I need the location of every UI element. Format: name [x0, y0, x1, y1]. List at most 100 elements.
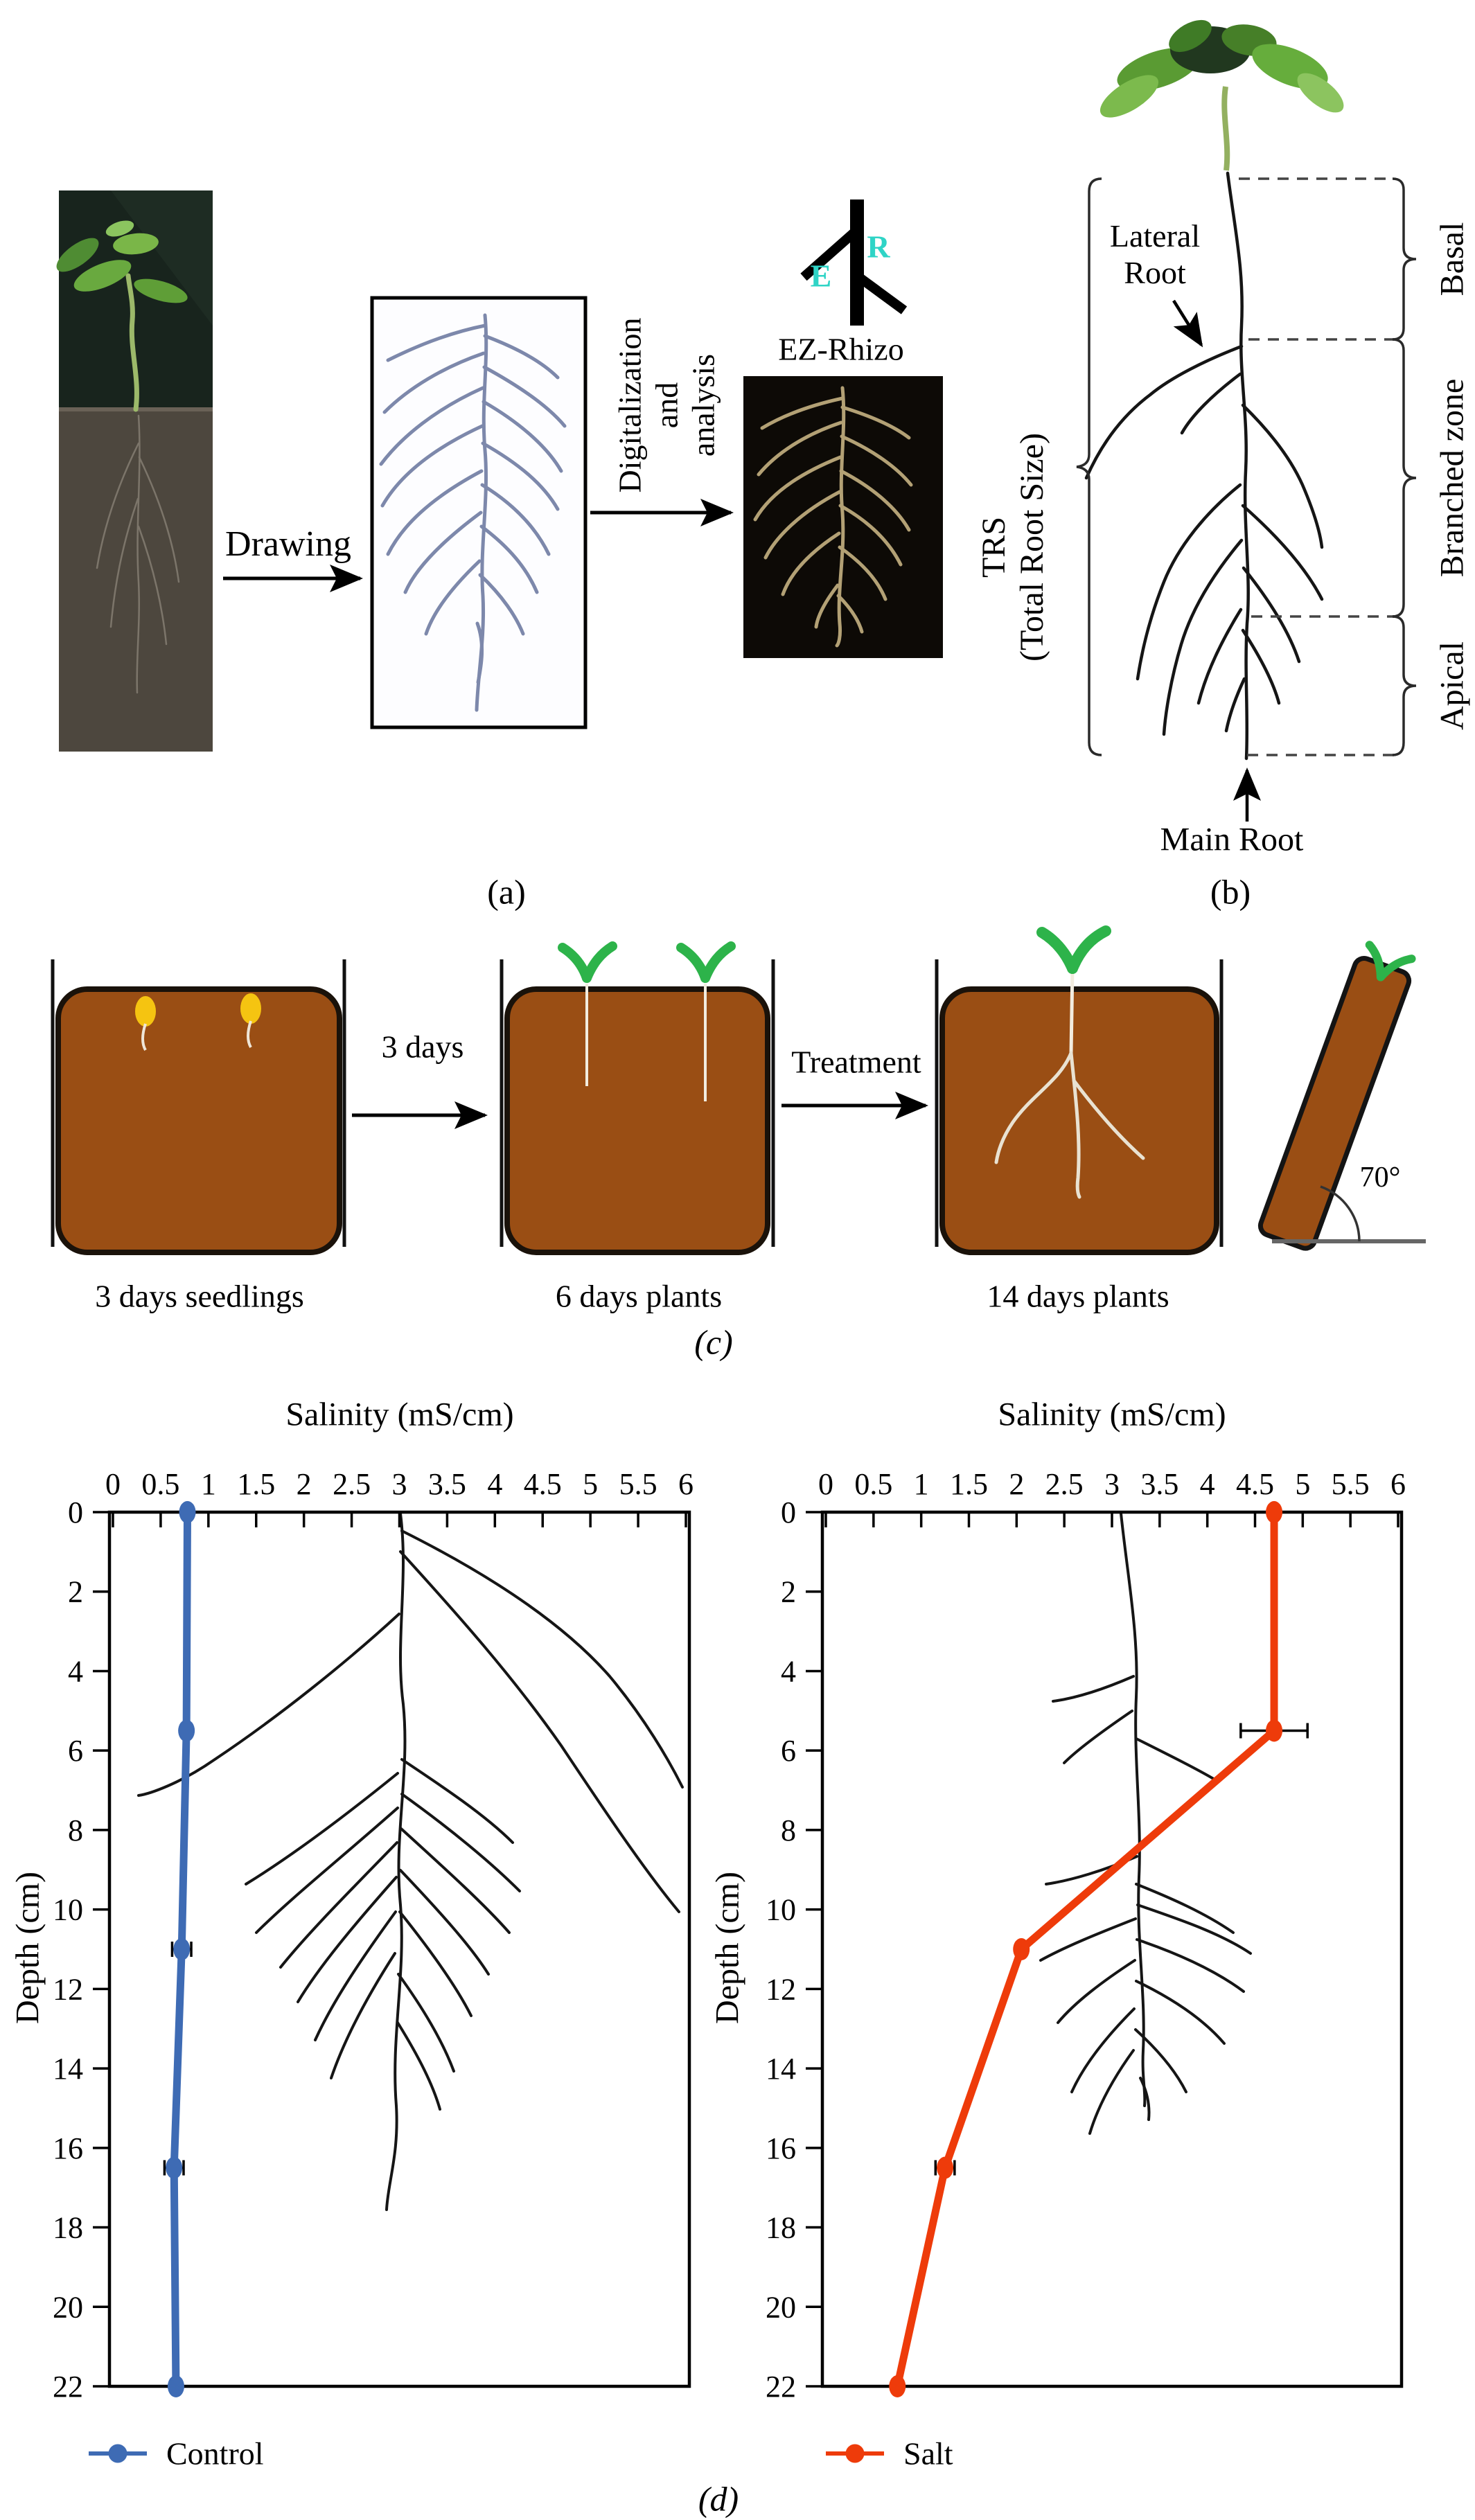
y-tick-label: 18 — [53, 2211, 83, 2245]
data-point — [178, 1719, 195, 1742]
control-legend-dot — [108, 2444, 127, 2463]
y-tick-label: 14 — [766, 2052, 796, 2086]
y-tick-label: 20 — [53, 2290, 83, 2324]
drawing-arrow-label: Drawing — [225, 524, 351, 565]
x-tick-label: 3 — [1104, 1467, 1120, 1501]
digitalization-line-1: Digitalization — [612, 317, 648, 493]
salt-legend-marker — [826, 2444, 884, 2463]
container-walls — [51, 959, 1224, 1247]
data-point — [1266, 1719, 1283, 1742]
y-tick-label: 8 — [68, 1813, 83, 1847]
panel-b-plant — [1099, 19, 1344, 171]
y-tick-label: 12 — [53, 1972, 83, 2006]
series-line-salt — [893, 1508, 1278, 2390]
x-tick-label: 3 — [392, 1467, 407, 1501]
x-tick-label: 2 — [297, 1467, 312, 1501]
panel-label-b: (b) — [1210, 872, 1251, 912]
x-tick-label: 1.5 — [237, 1467, 275, 1501]
trs-label: TRS (Total Root Size) — [975, 433, 1051, 662]
x-tick-label: 0 — [818, 1467, 833, 1501]
zone-label-apical: Apical — [1433, 641, 1471, 730]
y-tick-label: 0 — [68, 1496, 83, 1529]
data-point — [1266, 1501, 1283, 1523]
three-days-arrow-label: 3 days — [381, 1029, 464, 1065]
photo-stem — [125, 273, 139, 412]
control-chart-root-art — [137, 1512, 684, 2211]
trs-line-2: (Total Root Size) — [1014, 433, 1050, 662]
x-tick-label: 6 — [1390, 1467, 1406, 1501]
panel-label-a: (a) — [487, 872, 526, 912]
x-tick-label: 2.5 — [333, 1467, 371, 1501]
x-tick-label: 4 — [487, 1467, 502, 1501]
x-tick-label: 0 — [105, 1467, 121, 1501]
ez-rhizo-image — [743, 376, 943, 658]
zone-dashed-lines — [1239, 177, 1394, 756]
lateral-root-line-2: Root — [1124, 255, 1186, 290]
data-point — [1013, 1938, 1030, 1960]
ez-rhizo-title: EZ-Rhizo — [778, 331, 904, 367]
digitalization-line-2: and — [648, 382, 684, 429]
data-point — [179, 1501, 196, 1523]
seed — [240, 993, 261, 1024]
y-tick-label: 16 — [766, 2131, 796, 2165]
y-tick-label: 6 — [68, 1734, 83, 1768]
x-tick-label: 2 — [1009, 1467, 1024, 1501]
trs-brace — [1076, 177, 1102, 756]
root-drawing-box — [370, 296, 588, 729]
salt-legend-label: Salt — [903, 2435, 953, 2472]
x-tick-label: 3.5 — [428, 1467, 466, 1501]
y-tick-label: 18 — [766, 2211, 796, 2245]
sprout — [1036, 925, 1111, 974]
digitalization-label: Digitalization and analysis — [612, 318, 723, 493]
lateral-root-label: Lateral Root — [1110, 218, 1200, 292]
apical-brace — [1392, 615, 1417, 756]
sprout — [558, 941, 736, 983]
y-tick-label: 4 — [781, 1654, 796, 1688]
y-tick-label: 8 — [781, 1813, 796, 1847]
data-point — [173, 1938, 191, 1960]
x-tick-label: 5.5 — [1332, 1467, 1370, 1501]
x-tick-label: 4 — [1200, 1467, 1215, 1501]
data-point — [167, 2375, 184, 2397]
pot-14-days — [939, 925, 1219, 1255]
main-root-label: Main Root — [1160, 821, 1304, 858]
y-tick-label: 6 — [781, 1734, 796, 1768]
salt-chart-ylabel: Depth (cm) — [709, 1872, 746, 2024]
x-tick-label: 5 — [583, 1467, 598, 1501]
panel-label-d: (d) — [698, 2479, 739, 2519]
x-tick-label: 5.5 — [619, 1467, 657, 1501]
salt-chart-title: Salinity (mS/cm) — [998, 1396, 1226, 1433]
control-legend-marker — [89, 2444, 147, 2463]
x-tick-label: 1 — [201, 1467, 216, 1501]
pot-3-days — [55, 986, 342, 1255]
pot-root-system — [994, 1051, 1145, 1199]
stage2-label: 6 days plants — [555, 1278, 723, 1314]
x-tick-label: 1.5 — [950, 1467, 988, 1501]
data-point — [937, 2156, 954, 2179]
sprout — [1365, 941, 1416, 982]
y-tick-label: 16 — [53, 2131, 83, 2165]
branched-brace — [1392, 338, 1417, 618]
y-tick-label: 2 — [781, 1575, 796, 1609]
lateral-root-arrow — [1172, 299, 1203, 348]
basal-brace — [1392, 177, 1417, 341]
y-tick-label: 0 — [781, 1496, 796, 1529]
x-tick-label: 0.5 — [141, 1467, 179, 1501]
y-tick-label: 4 — [68, 1654, 83, 1688]
y-tick-label: 14 — [53, 2052, 83, 2086]
pot-6-days — [504, 941, 770, 1255]
x-tick-label: 4.5 — [1236, 1467, 1274, 1501]
control-chart-title: Salinity (mS/cm) — [285, 1396, 514, 1433]
treatment-arrow-label: Treatment — [791, 1044, 921, 1080]
x-tick-label: 5 — [1295, 1467, 1310, 1501]
y-tick-label: 10 — [766, 1893, 796, 1927]
y-tick-label: 20 — [766, 2290, 796, 2324]
y-tick-label: 2 — [68, 1575, 83, 1609]
panel-label-c: (c) — [694, 1322, 733, 1362]
lateral-root-line-1: Lateral — [1109, 218, 1201, 254]
salt-chart-root-art — [1039, 1512, 1252, 2135]
